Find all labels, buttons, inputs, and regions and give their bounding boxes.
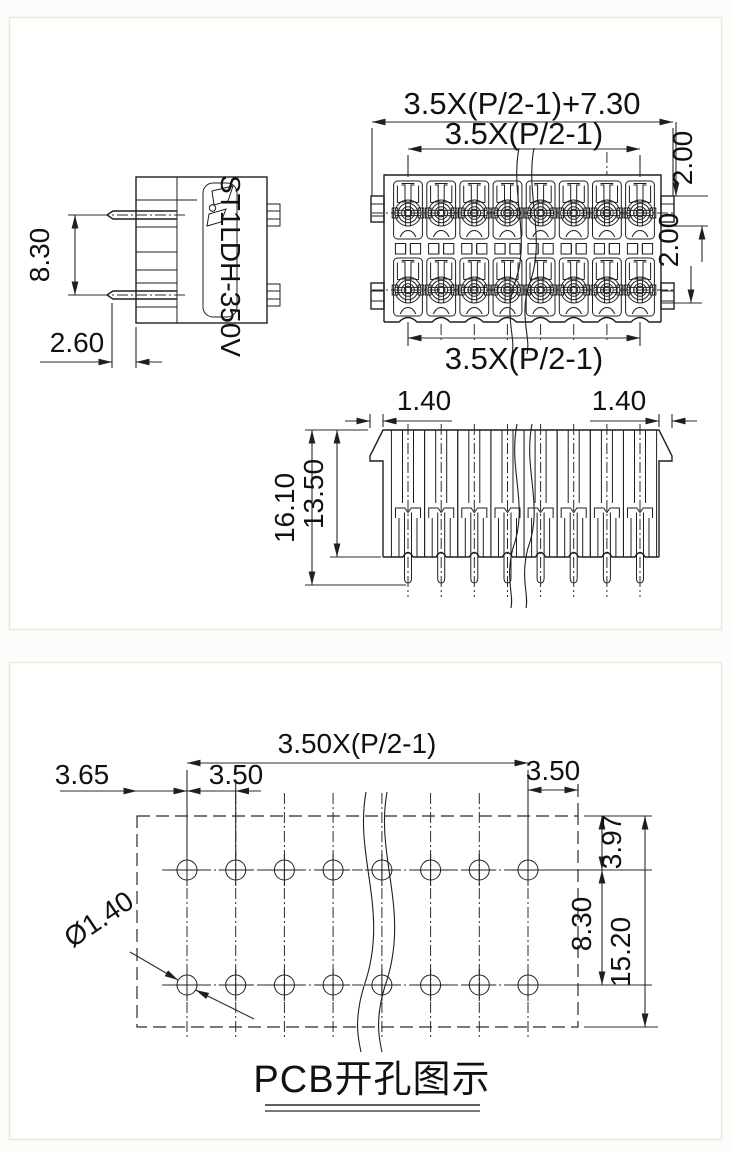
dim-total-height-label: 16.10 <box>269 473 300 543</box>
brand-logo <box>206 185 234 227</box>
dim-last-hole-to-edge-label: 3.50 <box>526 755 581 786</box>
dim-inner-width-bottom-label: 3.5X(P/2-1) <box>445 341 604 376</box>
bottom-view: 1.40 1.40 16.10 13.50 <box>269 385 697 609</box>
pcb-outline <box>136 815 579 1028</box>
dim-tab-lower-label: 2.00 <box>653 213 684 268</box>
dim-tab-upper-label: 2.00 <box>667 131 698 186</box>
dim-hole-span-label: 3.50X(P/2-1) <box>278 728 437 759</box>
dim-total-height-pcb-label: 15.20 <box>605 917 636 987</box>
dim-inner-width-top-label: 3.5X(P/2-1) <box>445 116 604 151</box>
pcb-caption: PCB开孔图示 <box>253 1059 490 1101</box>
dim-total-width-label: 3.5X(P/2-1)+7.30 <box>404 86 641 121</box>
dim-row-spacing-label: 8.30 <box>566 897 597 952</box>
dim-top-to-row1-label: 3.97 <box>596 815 627 870</box>
dim-pin-offset-label: 2.60 <box>50 327 105 358</box>
dim-body-height-label: 13.50 <box>298 459 329 529</box>
model-number-label: ST1LDH-350V <box>215 175 246 357</box>
side-view: ST1LDH-350V 8.30 2.60 <box>24 175 281 368</box>
dim-hole-pitch-label: 3.50 <box>209 759 264 790</box>
label-plate <box>202 182 238 318</box>
pcb-drill-view: 3.50X(P/2-1) 3.65 3.50 3.50 3.97 8.30 15… <box>55 728 658 1112</box>
dim-flange-left-label: 1.40 <box>397 385 452 416</box>
front-view: 3.5X(P/2-1)+7.30 3.5X(P/2-1) 3.5X(P/2-1)… <box>370 86 708 376</box>
dim-flange-right-label: 1.40 <box>592 385 647 416</box>
dim-pin-span-label: 8.30 <box>24 228 55 283</box>
dim-edge-to-first-hole-label: 3.65 <box>55 759 110 790</box>
